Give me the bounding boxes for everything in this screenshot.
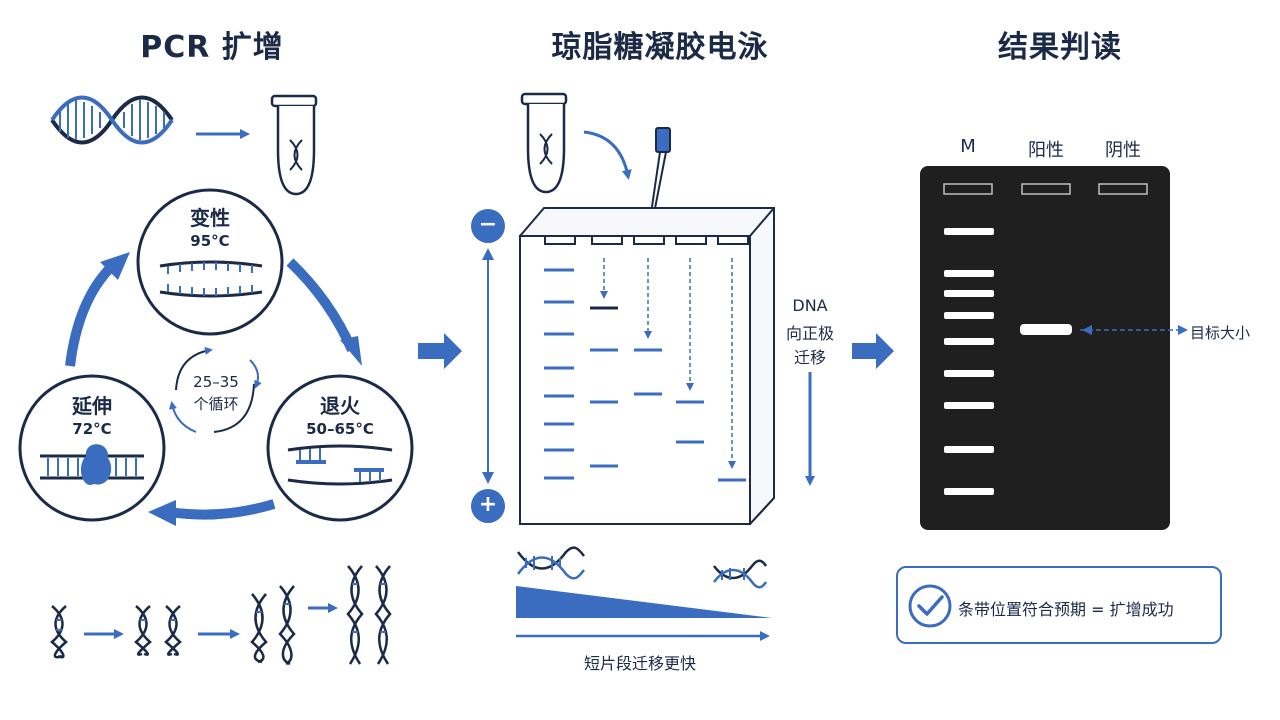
gel-box — [518, 207, 775, 526]
inner-cycle-arrow-1 — [175, 346, 213, 391]
result-title: 结果判读 — [998, 30, 1122, 65]
result-conclusion-text: 条带位置符合预期 = 扩增成功 — [958, 600, 1174, 619]
gel-tube-icon — [520, 92, 568, 194]
amplification-rungs — [56, 583, 386, 633]
result-wells — [943, 183, 1148, 195]
gel-title: 琼脂糖凝胶电泳 — [551, 30, 769, 65]
arrow-anneal-to-extend — [169, 499, 276, 520]
amplification-row — [50, 565, 392, 666]
migration-text-1: DNA — [792, 296, 828, 315]
result-gel-image — [920, 166, 1170, 530]
denature-circle — [136, 188, 284, 336]
denature-temp: 95°C — [190, 232, 230, 250]
short-fragment-icon — [713, 559, 768, 589]
cycle-unit: 个循环 — [193, 395, 239, 413]
arrow-denature-to-anneal — [286, 258, 357, 353]
extend-temp: 72°C — [72, 420, 112, 438]
result-conclusion-box — [896, 566, 1222, 644]
migration-text-2: 向正极 — [785, 324, 834, 343]
check-circle-icon — [908, 584, 952, 628]
gel-migration-dashes — [600, 258, 736, 469]
gel-sample-bands — [590, 306, 746, 482]
target-size-label: 目标大小 — [1190, 324, 1251, 342]
lane-label-marker: M — [960, 136, 976, 157]
inner-cycle-arrow-2 — [213, 383, 255, 433]
long-fragment-icon — [516, 546, 585, 580]
section-arrow-2 — [852, 333, 894, 369]
pcr-title: PCR 扩增 — [140, 30, 284, 65]
template-dna-icon — [50, 95, 174, 145]
gel-caption: 短片段迁移更快 — [583, 654, 696, 673]
migration-text-3: 迁移 — [793, 348, 826, 367]
negative-electrode — [471, 209, 505, 243]
positive-electrode — [471, 489, 505, 523]
positive-target-band — [1020, 324, 1072, 335]
anneal-label: 退火 — [320, 394, 360, 418]
denature-label: 变性 — [190, 206, 230, 230]
extend-label: 延伸 — [72, 394, 112, 418]
positive-sign: + — [478, 492, 498, 517]
lane-label-positive: 阳性 — [1028, 140, 1064, 161]
marker-ladder-bands — [944, 228, 994, 495]
section-arrow-1 — [418, 333, 462, 369]
gel-ladder-bands — [544, 268, 574, 480]
anneal-circle — [266, 374, 414, 522]
cycle-count: 25–35 — [193, 373, 239, 391]
pcr-tube-icon — [270, 94, 318, 196]
extend-circle — [18, 374, 166, 522]
lane-label-negative: 阴性 — [1105, 140, 1141, 161]
size-gradient-wedge — [516, 586, 772, 618]
arrow-extend-to-denature — [65, 262, 116, 367]
load-arrow — [583, 130, 632, 180]
negative-sign: − — [478, 212, 498, 237]
polymerase-icon — [80, 444, 112, 485]
anneal-temp: 50–65°C — [306, 420, 374, 438]
